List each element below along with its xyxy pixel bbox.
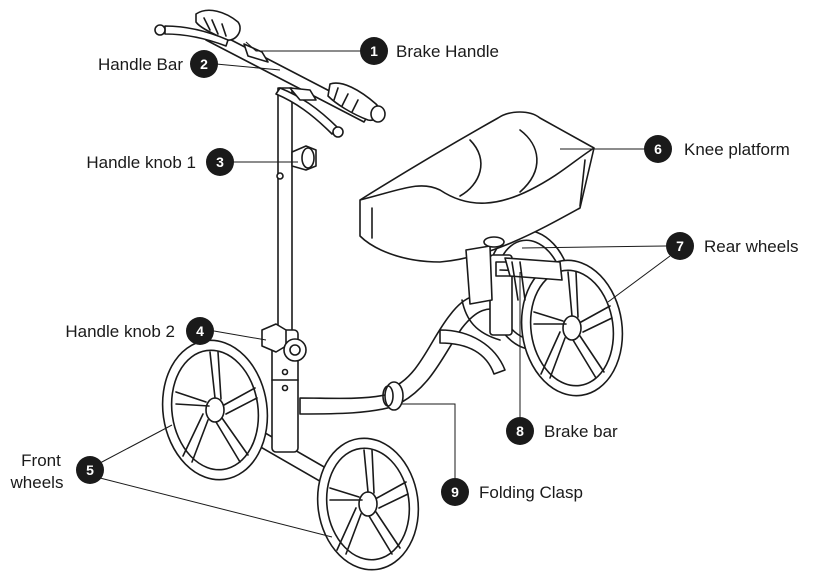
knee-platform [359, 111, 595, 305]
steering-column [271, 87, 299, 453]
callout-number-9: 9 [451, 484, 459, 500]
callout-number-7: 7 [676, 238, 684, 254]
label-front-wheels-line2: wheels [10, 473, 64, 492]
front-left-wheel [161, 339, 269, 481]
callout-badge-5 [76, 456, 104, 484]
handle-knob-1 [291, 145, 317, 171]
callout-badge-7 [666, 232, 694, 260]
front-right-wheel [316, 437, 420, 571]
callout-badge-6 [644, 135, 672, 163]
callout-number-4: 4 [196, 323, 204, 339]
callout-2: 2 Handle Bar [98, 50, 218, 78]
leader-7a [521, 245, 667, 249]
callout-4: 4 Handle knob 2 [65, 317, 214, 345]
callout-number-1: 1 [370, 43, 378, 59]
callout-number-2: 2 [200, 56, 208, 72]
label-brake-bar: Brake bar [544, 422, 618, 441]
callout-9: 9 Folding Clasp [441, 478, 583, 506]
label-handle-knob-2: Handle knob 2 [65, 322, 175, 341]
brake-handles [154, 24, 344, 138]
callout-number-6: 6 [654, 141, 662, 157]
callout-number-3: 3 [216, 154, 224, 170]
callout-badge-4 [186, 317, 214, 345]
label-knee-platform: Knee platform [684, 140, 790, 159]
handle-knob-2 [261, 323, 307, 362]
callout-3: 3 Handle knob 1 [86, 148, 234, 176]
scooter-illustration [154, 9, 624, 571]
frame [299, 254, 556, 415]
label-front-wheels-line1: Front [21, 451, 61, 470]
callout-number-8: 8 [516, 423, 524, 439]
leader-5a [99, 424, 173, 464]
callout-6: 6 Knee platform [644, 135, 790, 163]
label-rear-wheels: Rear wheels [704, 237, 799, 256]
leader-9 [402, 403, 456, 478]
callout-badge-3 [206, 148, 234, 176]
callout-badge-2 [190, 50, 218, 78]
leader-1 [245, 41, 360, 52]
folding-clasp [382, 381, 404, 411]
label-brake-handle: Brake Handle [396, 42, 499, 61]
callout-badge-1 [360, 37, 388, 65]
label-folding-clasp: Folding Clasp [479, 483, 583, 502]
leader-4 [213, 330, 267, 341]
callout-7: 7 Rear wheels [666, 232, 799, 260]
callout-1: 1 Brake Handle [360, 37, 499, 65]
leader-7b [607, 255, 671, 303]
callout-5: 5 Front wheels [10, 451, 104, 492]
rear-right-wheel [520, 259, 624, 397]
callout-number-5: 5 [86, 462, 94, 478]
leader-5b [99, 477, 333, 538]
brake-bar [504, 257, 563, 301]
label-handle-knob-1: Handle knob 1 [86, 153, 196, 172]
callout-8: 8 Brake bar [506, 417, 618, 445]
callout-badge-9 [441, 478, 469, 506]
callout-badge-8 [506, 417, 534, 445]
leader-2 [215, 63, 281, 71]
leader-lines [99, 41, 671, 538]
label-handle-bar: Handle Bar [98, 55, 183, 74]
